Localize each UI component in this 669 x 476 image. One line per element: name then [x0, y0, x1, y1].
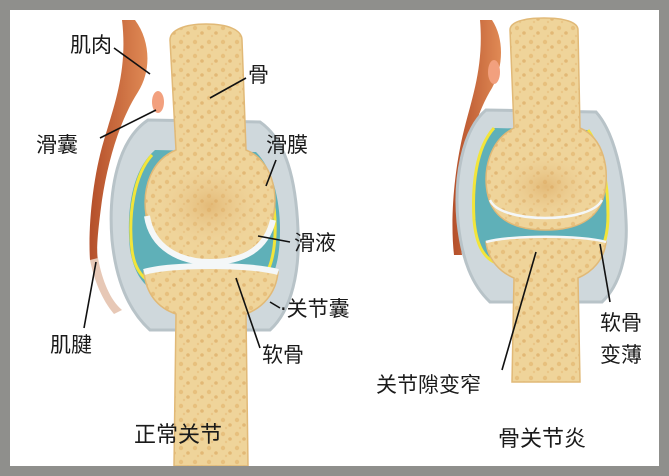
label-oa-cartilage-1: 软骨: [600, 311, 642, 335]
label-muscle: 肌肉: [70, 33, 112, 57]
label-oa-cartilage-2: 变薄: [600, 343, 642, 367]
label-synovium: 滑膜: [266, 133, 308, 157]
label-tendon: 肌腱: [50, 333, 92, 357]
caption-oa-joint: 骨关节炎: [498, 427, 586, 452]
label-capsule: ·关节囊: [280, 297, 350, 321]
oa-bursa-shape: [488, 60, 500, 84]
joint-diagram: 肌肉 骨 滑囊 滑膜 滑液 ·关节囊 软骨 肌腱 正常关节 软骨 变薄 关节隙变…: [10, 10, 659, 466]
label-bursa: 滑囊: [36, 133, 78, 157]
caption-normal-joint: 正常关节: [134, 423, 222, 448]
bursa-shape: [152, 91, 164, 113]
label-oa-space-narrow: 关节隙变窄: [376, 373, 481, 397]
diagram-panel: 肌肉 骨 滑囊 滑膜 滑液 ·关节囊 软骨 肌腱 正常关节 软骨 变薄 关节隙变…: [10, 10, 659, 466]
label-cartilage: 软骨: [262, 343, 304, 367]
label-bone: 骨: [248, 63, 269, 87]
label-synovial-fluid: 滑液: [294, 231, 336, 255]
